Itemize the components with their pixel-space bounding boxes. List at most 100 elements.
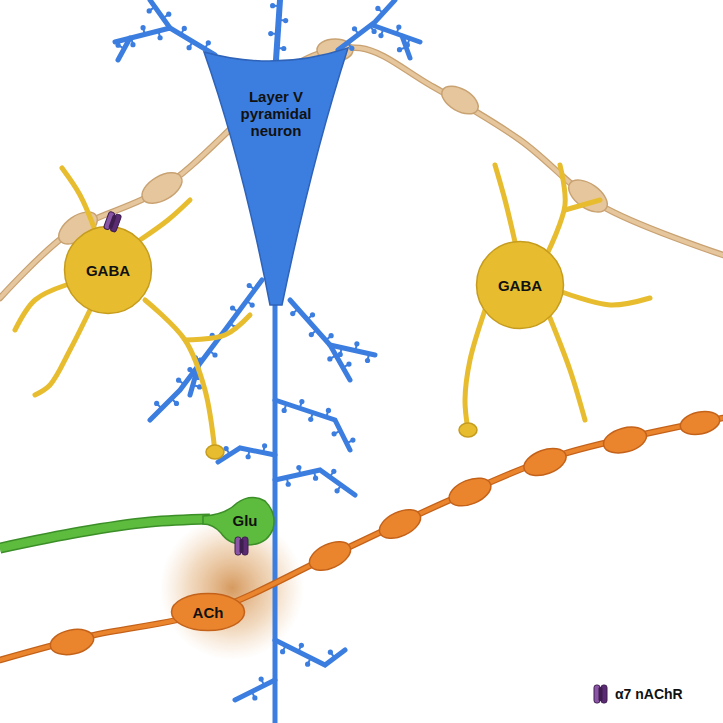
dendrite [275,640,345,667]
text-box: Glu [217,497,273,543]
spine-head [250,302,255,307]
spine-head [176,378,181,383]
dendrite-shaft [235,680,275,700]
spine-head [327,356,332,361]
axon-terminal: Glu [203,493,275,547]
dendrite [290,300,352,380]
text-box: GABA [63,225,153,315]
spine-head [352,26,357,31]
spine-head [349,46,354,51]
process-shaft [15,285,66,330]
spine-head [310,312,315,317]
interneuron-process [548,165,565,252]
text-box: Layer V pyramidal neuron [200,84,352,142]
process-shaft [62,168,95,230]
dendrite-shaft [275,640,345,665]
varicosity [678,408,722,438]
dendrite-shaft [275,470,355,495]
interneuron-process [145,300,224,459]
interneuron-process [35,310,90,395]
process-shaft [550,318,585,420]
node-label: ACh [193,604,224,621]
axon-varicosity: ACh [170,592,246,632]
dendrite [338,0,395,51]
spine-head [338,352,343,357]
spine-head [331,469,336,474]
pyramidal-soma [204,48,348,305]
spine-head [328,650,333,655]
dendrite [397,36,410,58]
dendrite [275,465,355,495]
interneuron-process [562,292,650,305]
dendrite [235,677,275,701]
dendrite [116,38,130,60]
spine-head [326,408,331,413]
spine-head [268,31,273,36]
spine-head [280,649,285,654]
process-shaft [185,315,250,340]
spine-head [182,26,187,31]
interneuron-process [140,200,190,240]
spine-head [296,465,301,470]
varicosity [375,504,425,544]
spine-head [350,438,355,443]
dendrite [268,0,288,60]
spine-head [270,3,275,8]
spine-head [309,332,314,337]
spine-head [259,677,264,682]
interneuron-process [185,315,250,340]
spine-head [262,443,267,448]
interneuron-process [62,168,95,230]
spine-head [187,367,192,372]
soma-circle [65,227,152,314]
varicosity [437,80,483,119]
text-box: GABA [475,240,565,330]
spine-head [174,401,179,406]
dendrite [275,399,355,450]
process-shaft [465,310,485,430]
dendrite-shaft [276,0,280,60]
spine-head [212,352,217,357]
node-label: Glu [233,512,258,529]
process-shaft [140,200,190,240]
spine-head [396,24,401,29]
node-outline [200,40,352,305]
process-shaft [495,165,515,242]
spine-head [154,401,159,406]
dendrite-shaft [372,25,420,42]
interneuron-process [15,285,66,330]
axon-cholinergic-core [0,418,723,660]
spine-head [147,8,152,13]
interneuron-process [495,165,515,242]
legend-receptor-icon [594,685,607,703]
axon-outline [0,519,210,548]
spine-head [378,33,383,38]
receptor-subunit [599,687,603,701]
varicosity-shape [172,594,245,631]
interneuron-process [550,318,585,420]
spine-head [332,431,337,436]
bouton [459,423,477,437]
spine-head [334,488,339,493]
dendrite [372,24,420,47]
spine-head [247,283,252,288]
terminal-bulb [203,497,274,545]
text-box: ACh [170,592,246,632]
spine-head [299,399,304,404]
process-shaft [565,200,600,210]
neuron-soma: Layer V pyramidal neuron [200,40,352,305]
spine-head [329,333,334,338]
axon-trunk [273,290,278,723]
interneuron-soma: GABA [63,225,153,315]
varicosity [563,174,613,219]
spine-head [130,42,135,47]
spine-head [313,476,318,481]
process-shaft [145,300,215,452]
receptor-subunit [601,685,607,703]
spine-head [308,417,313,422]
dendrite-shaft [290,300,350,380]
spine-head [286,482,291,487]
spine-head [187,45,192,50]
